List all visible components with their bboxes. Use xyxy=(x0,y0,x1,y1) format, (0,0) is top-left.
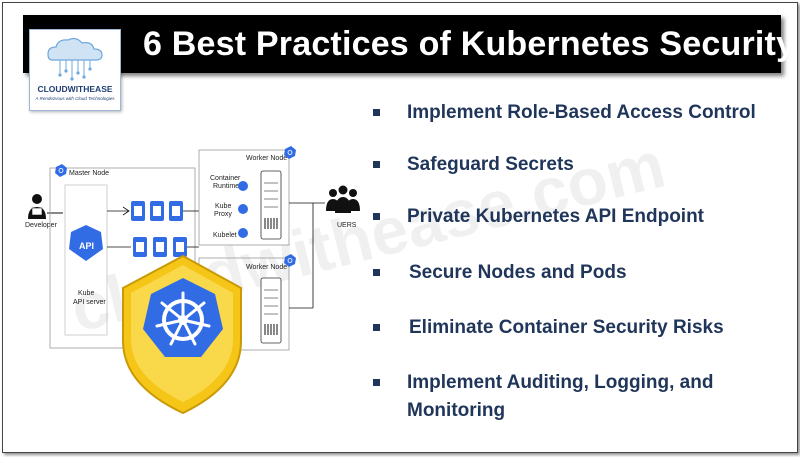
kubernetes-shield-icon xyxy=(122,254,242,415)
practices-list: Implement Role-Based Access Control Safe… xyxy=(363,3,793,452)
server-rack-icon xyxy=(260,277,282,344)
bullet-square-icon xyxy=(373,213,380,220)
container-runtime-label-1: Container xyxy=(210,175,241,182)
master-node-label: Master Node xyxy=(69,170,109,177)
cloudwithease-logo: CLOUDWITHEASE A Rendezvous with Cloud Te… xyxy=(29,29,121,111)
logo-brand-name: CLOUDWITHEASE xyxy=(37,84,113,94)
bullet-square-icon xyxy=(373,324,380,331)
logo-tagline: A Rendezvous with Cloud Technologies xyxy=(35,96,115,101)
bullet-square-icon xyxy=(373,161,380,168)
kube-proxy-icon xyxy=(238,204,248,214)
kubernetes-icon xyxy=(55,164,67,177)
kube-proxy-label-1: Kube xyxy=(215,203,231,210)
worker-node-label-2: Worker Node xyxy=(246,264,287,271)
bullet-square-icon xyxy=(373,269,380,276)
worker-node-box-1 xyxy=(198,149,290,246)
developer-icon xyxy=(28,194,46,219)
cloud-circuit-icon xyxy=(47,37,103,81)
api-icon xyxy=(69,225,103,261)
title-bar: 6 Best Practices of Kubernetes Security xyxy=(23,15,796,73)
kubernetes-architecture-diagram: Developer Master Node API Kube API serve… xyxy=(25,146,360,415)
api-server-label-1: Kube xyxy=(78,290,94,297)
users-label: UERS xyxy=(337,222,357,229)
page-title: 6 Best Practices of Kubernetes Security xyxy=(143,25,796,63)
worker-node-label-1: Worker Node xyxy=(246,155,287,162)
kubernetes-icon xyxy=(284,146,296,159)
developer-label: Developer xyxy=(25,222,58,229)
api-server-box xyxy=(64,184,108,336)
api-server-label-2: API server xyxy=(73,299,106,306)
kubelet-icon xyxy=(238,228,248,238)
control-plane-icons xyxy=(131,201,187,257)
bullet-square-icon xyxy=(373,379,380,386)
bullet-square-icon xyxy=(373,109,380,116)
container-runtime-label-2: Runtime xyxy=(213,183,239,190)
container-runtime-icon xyxy=(238,181,248,191)
users-icon xyxy=(326,185,360,213)
kubelet-label: Kubelet xyxy=(213,232,237,239)
server-rack-icon xyxy=(260,170,282,240)
kube-proxy-label-2: Proxy xyxy=(214,211,232,218)
kubernetes-icon xyxy=(284,254,296,267)
api-label: API xyxy=(79,241,94,251)
